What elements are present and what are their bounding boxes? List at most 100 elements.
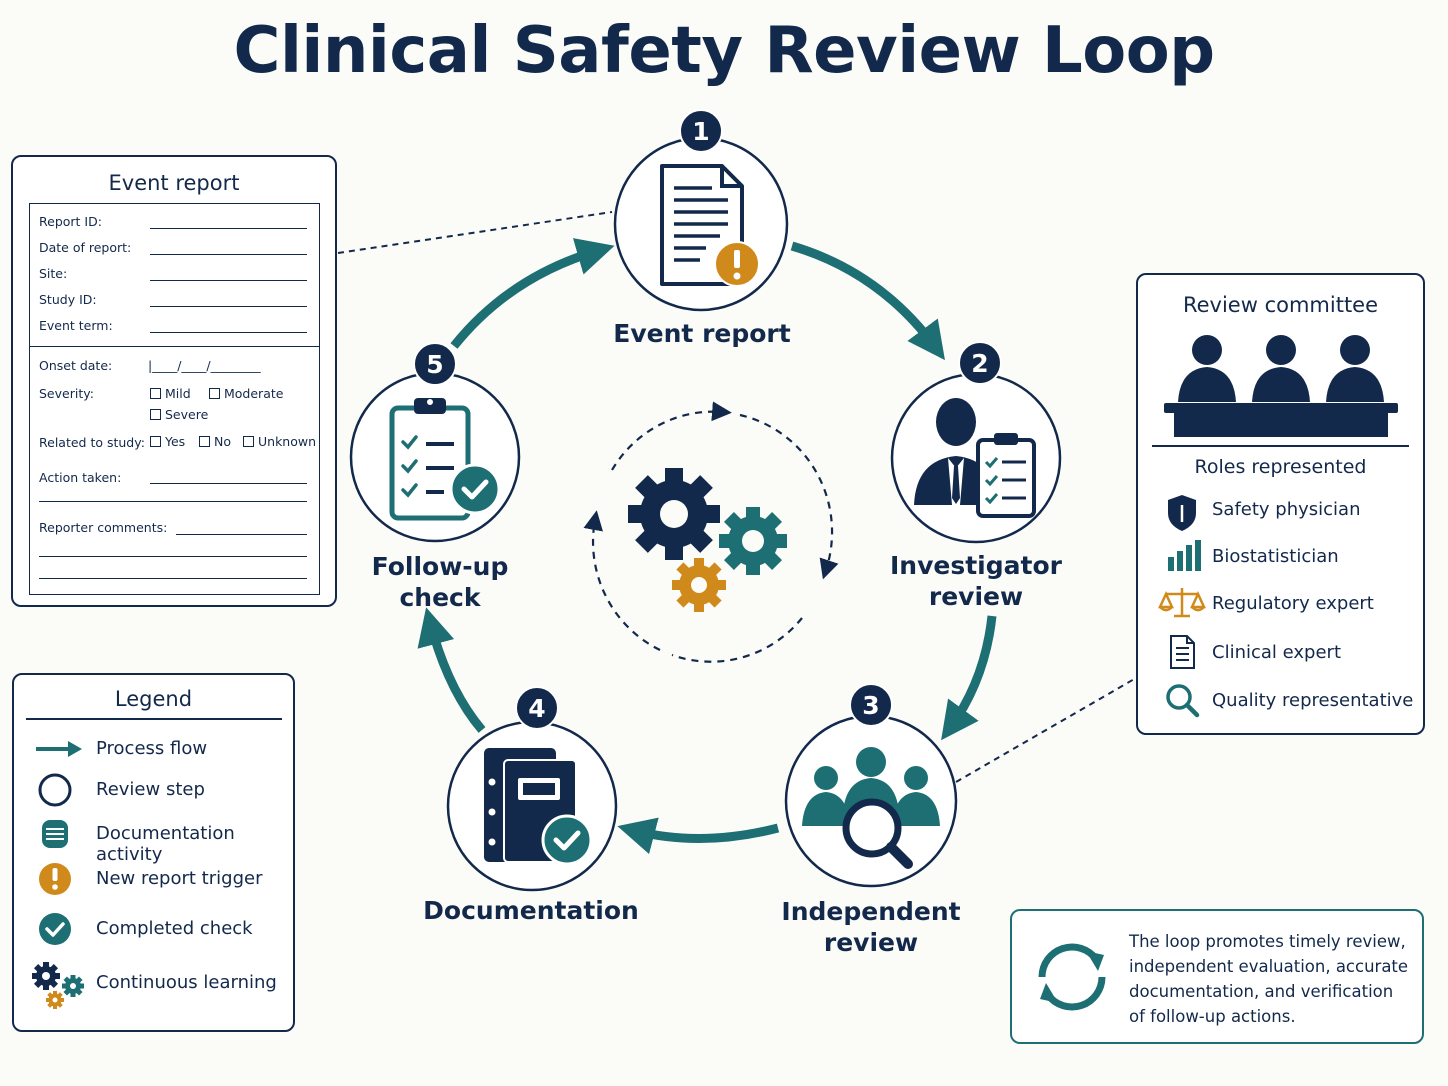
related-unknown-option[interactable]: Unknown bbox=[243, 434, 316, 449]
refresh-cycle-icon bbox=[1038, 943, 1106, 1011]
report-id-label: Report ID: bbox=[39, 214, 102, 229]
arrow-5-to-1 bbox=[450, 238, 615, 349]
related-unknown-text: Unknown bbox=[258, 434, 317, 449]
severity-severe-checkbox[interactable] bbox=[150, 409, 161, 420]
date-of-report-field[interactable] bbox=[150, 254, 307, 255]
step-2-label: Investigator review bbox=[876, 550, 1076, 612]
related-to-study-label: Related to study: bbox=[39, 435, 145, 450]
checklist-check-icon bbox=[389, 398, 501, 521]
committee-icons bbox=[1152, 335, 1409, 718]
severity-moderate-option[interactable]: Moderate bbox=[209, 386, 283, 401]
severity-moderate-checkbox[interactable] bbox=[209, 388, 220, 399]
check-icon bbox=[39, 913, 71, 945]
circle-icon bbox=[38, 773, 72, 807]
review-committee-panel: Review committee Roles represented Safet… bbox=[1136, 273, 1425, 735]
legend-item-completed-check: Completed check bbox=[96, 918, 253, 939]
report-id-field[interactable] bbox=[150, 228, 307, 229]
severity-moderate-text: Moderate bbox=[224, 386, 284, 401]
scales-icon bbox=[1158, 588, 1206, 618]
site-field[interactable] bbox=[150, 280, 307, 281]
step-4-badge bbox=[515, 686, 559, 730]
study-id-label: Study ID: bbox=[39, 292, 97, 307]
severity-severe-text: Severe bbox=[165, 407, 209, 422]
binder-check-icon bbox=[484, 748, 593, 866]
summary-note-text: The loop promotes timely review, indepen… bbox=[1129, 932, 1409, 1026]
reporter-comments-line3[interactable] bbox=[39, 578, 307, 579]
related-no-option[interactable]: No bbox=[199, 434, 231, 449]
step-2-badge bbox=[958, 341, 1002, 385]
shield-icon bbox=[1168, 495, 1196, 531]
legend-title: Legend bbox=[114, 687, 193, 711]
step-1-label: Event report bbox=[613, 319, 791, 348]
step-4-number: 4 bbox=[528, 694, 545, 723]
reporter-comments-field[interactable] bbox=[176, 534, 307, 535]
action-taken-field[interactable] bbox=[150, 483, 307, 484]
onset-date-label: Onset date: bbox=[39, 358, 113, 373]
event-term-label: Event term: bbox=[39, 318, 113, 333]
related-no-checkbox[interactable] bbox=[199, 436, 210, 447]
document-stack-icon bbox=[42, 820, 68, 848]
action-taken-field-line2[interactable] bbox=[39, 501, 307, 502]
severity-mild-option[interactable]: Mild bbox=[150, 386, 191, 401]
gears-icon bbox=[32, 962, 84, 1009]
legend-item-continuous-learning: Continuous learning bbox=[96, 972, 277, 993]
step-5-badge bbox=[413, 342, 457, 386]
legend-divider bbox=[26, 718, 282, 720]
site-label: Site: bbox=[39, 266, 68, 281]
step-3-label-line2: review bbox=[823, 928, 919, 957]
gears-cycle-icon bbox=[628, 468, 787, 612]
related-unknown-checkbox[interactable] bbox=[243, 436, 254, 447]
form-divider bbox=[30, 346, 319, 347]
arrow-1-to-2 bbox=[790, 241, 945, 361]
action-taken-label: Action taken: bbox=[39, 470, 122, 485]
step-3-number: 3 bbox=[862, 691, 879, 720]
severity-severe-option[interactable]: Severe bbox=[150, 407, 208, 422]
date-of-report-label: Date of report: bbox=[39, 240, 132, 255]
event-report-title: Event report bbox=[108, 171, 240, 195]
legend-item-review-step: Review step bbox=[96, 779, 205, 800]
step-1-number: 1 bbox=[692, 117, 709, 146]
reporter-comments-label: Reporter comments: bbox=[39, 520, 168, 535]
related-yes-option[interactable]: Yes bbox=[150, 434, 185, 449]
event-report-form: Report ID: Date of report: Site: Study I… bbox=[29, 203, 320, 595]
summary-note-panel: The loop promotes timely review, indepen… bbox=[1010, 909, 1424, 1044]
arrow-3-to-4 bbox=[617, 817, 780, 855]
onset-date-field[interactable]: |____/____/________ bbox=[148, 358, 261, 373]
legend-panel: Legend Process flow Review step Document… bbox=[12, 673, 295, 1032]
step-5-number: 5 bbox=[426, 350, 443, 379]
severity-mild-text: Mild bbox=[165, 386, 191, 401]
step-5-label-line2: check bbox=[399, 583, 481, 612]
role-clinical-expert: Clinical expert bbox=[1212, 642, 1341, 663]
legend-icons bbox=[32, 741, 84, 1009]
step-3-label: Independent review bbox=[771, 896, 971, 958]
related-yes-checkbox[interactable] bbox=[150, 436, 161, 447]
arrow-4-to-5 bbox=[417, 607, 486, 733]
arrow-icon bbox=[36, 741, 82, 757]
alert-icon bbox=[39, 863, 71, 895]
severity-mild-checkbox[interactable] bbox=[150, 388, 161, 399]
role-safety-physician: Safety physician bbox=[1212, 499, 1361, 520]
connector-committee bbox=[955, 677, 1137, 783]
magnifier-icon bbox=[1166, 684, 1200, 718]
step-2-number: 2 bbox=[971, 349, 988, 378]
step-2-label-line1: Investigator bbox=[890, 551, 1062, 580]
step-3-label-line1: Independent bbox=[781, 897, 961, 926]
study-id-field[interactable] bbox=[150, 306, 307, 307]
connector-event-form bbox=[337, 211, 613, 254]
page-title: Clinical Safety Review Loop bbox=[233, 14, 1216, 88]
investigator-clipboard-icon bbox=[914, 398, 1036, 518]
step-5-label-line1: Follow-up bbox=[371, 552, 509, 581]
center-cycle-arc-4 bbox=[611, 401, 732, 471]
event-term-field[interactable] bbox=[150, 332, 307, 333]
legend-item-documentation: Documentation activity bbox=[96, 823, 235, 865]
committee-table-icon bbox=[1164, 335, 1398, 437]
document-icon bbox=[1170, 635, 1195, 669]
role-biostatistician: Biostatistician bbox=[1212, 546, 1339, 567]
severity-label: Severity: bbox=[39, 386, 94, 401]
related-yes-text: Yes bbox=[165, 434, 186, 449]
center-cycle-arc-3 bbox=[583, 510, 661, 651]
reporter-comments-line2[interactable] bbox=[39, 556, 307, 557]
related-no-text: No bbox=[214, 434, 231, 449]
event-report-panel: Event report Report ID: Date of report: … bbox=[11, 155, 337, 607]
